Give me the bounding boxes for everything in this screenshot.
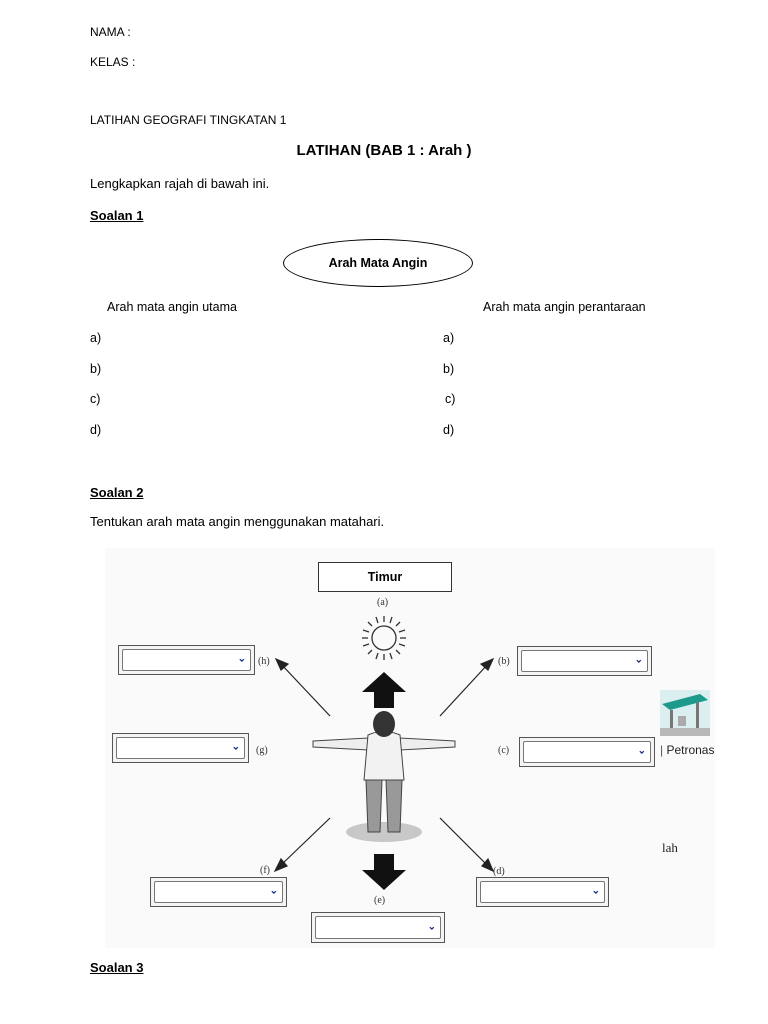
left-item-b: b)	[90, 362, 102, 376]
petronas-station-icon	[660, 690, 710, 736]
soalan-3-heading: Soalan 3	[90, 960, 144, 975]
soalan-2-heading: Soalan 2	[90, 485, 144, 500]
petronas-label: Petronas	[666, 743, 715, 757]
right-item-a: a)	[443, 331, 455, 345]
dropdown-g-select[interactable]: ⌄	[116, 737, 245, 759]
label-c: (c)	[498, 745, 510, 756]
soalan-2-instruction: Tentukan arah mata angin menggunakan mat…	[90, 514, 385, 529]
dropdown-e[interactable]: ⌄	[311, 912, 445, 943]
dropdown-h-select[interactable]: ⌄	[122, 649, 251, 671]
dropdown-b[interactable]: ⌄	[517, 646, 652, 676]
nama-label: NAMA :	[90, 25, 131, 39]
chevron-down-icon: ⌄	[591, 885, 600, 897]
dropdown-c-select[interactable]: ⌄	[523, 741, 651, 763]
instruction-text: Lengkapkan rajah di bawah ini.	[90, 176, 270, 191]
arah-mata-angin-ellipse: Arah Mata Angin	[283, 239, 473, 287]
lah-text: lah	[662, 840, 678, 855]
chevron-down-icon: ⌄	[237, 653, 246, 665]
dropdown-e-select[interactable]: ⌄	[315, 916, 441, 939]
label-g: (g)	[256, 745, 268, 756]
subject-label: LATIHAN GEOGRAFI TINGKATAN 1	[90, 113, 287, 127]
left-item-d: d)	[90, 423, 102, 437]
left-item-a: a)	[90, 331, 102, 345]
chevron-down-icon: ⌄	[231, 741, 240, 753]
person-figure	[312, 711, 456, 842]
right-item-c: c)	[445, 392, 456, 406]
right-item-b: b)	[443, 362, 455, 376]
arrow-southwest-icon	[279, 817, 331, 867]
soalan-1-heading: Soalan 1	[90, 208, 144, 223]
dropdown-c[interactable]: ⌄	[519, 737, 655, 767]
page-title: LATIHAN (BAB 1 : Arah )	[296, 142, 472, 159]
chevron-down-icon: ⌄	[634, 654, 643, 666]
timur-box: Timur	[318, 562, 452, 592]
label-h: (h)	[258, 656, 270, 667]
arrow-northeast-icon	[439, 663, 489, 717]
right-item-d: d)	[443, 423, 455, 437]
label-e: (e)	[374, 895, 386, 906]
petronas-caption: | Petronas	[660, 743, 715, 757]
sun-icon	[362, 616, 406, 660]
arrow-down-icon	[362, 854, 406, 890]
left-item-c: c)	[90, 392, 101, 406]
dropdown-g[interactable]: ⌄	[112, 733, 249, 763]
chevron-down-icon: ⌄	[269, 885, 278, 897]
label-d: (d)	[493, 866, 505, 877]
left-col-heading: Arah mata angin utama	[107, 300, 237, 314]
chevron-down-icon: ⌄	[427, 921, 436, 932]
dropdown-d[interactable]: ⌄	[476, 877, 609, 907]
dropdown-h[interactable]: ⌄	[118, 645, 255, 675]
kelas-label: KELAS :	[90, 55, 136, 69]
dropdown-b-select[interactable]: ⌄	[521, 650, 648, 672]
dropdown-f[interactable]: ⌄	[150, 877, 287, 907]
arrow-southeast-icon	[439, 817, 489, 867]
label-a: (a)	[377, 597, 389, 608]
arrow-up-icon	[362, 672, 406, 708]
chevron-down-icon: ⌄	[637, 745, 646, 757]
dropdown-d-select[interactable]: ⌄	[480, 881, 605, 903]
dropdown-f-select[interactable]: ⌄	[154, 881, 283, 903]
arrow-northwest-icon	[280, 663, 331, 717]
right-col-heading: Arah mata angin perantaraan	[483, 300, 646, 314]
label-f: (f)	[260, 865, 270, 876]
label-b: (b)	[498, 656, 510, 667]
